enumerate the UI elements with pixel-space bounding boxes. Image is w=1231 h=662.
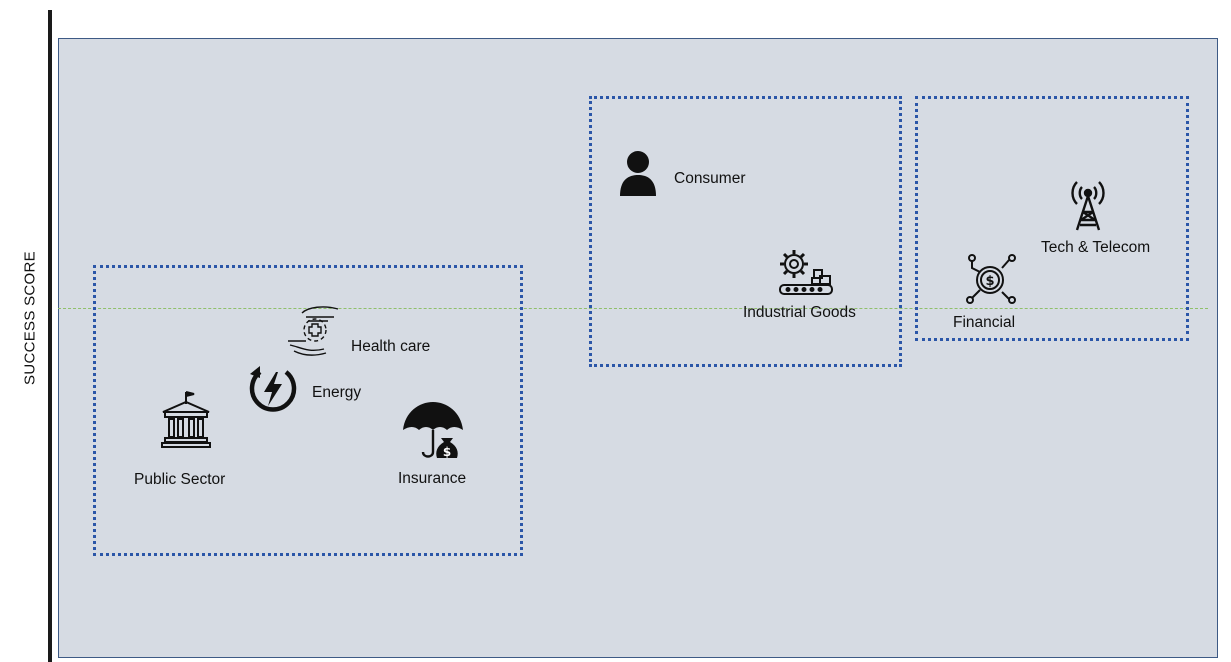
industrial-goods-label: Industrial Goods: [743, 304, 856, 321]
svg-text:$: $: [985, 274, 994, 289]
financial-label: Financial: [953, 314, 1016, 331]
y-axis-label: SUCCESS SCORE: [21, 251, 39, 385]
cluster-middle: [589, 96, 902, 367]
government-building-icon: [159, 390, 213, 450]
cluster-left: [93, 265, 523, 556]
dollar-circuit-icon: $: [962, 252, 1022, 306]
cell-tower-icon: [1068, 178, 1108, 232]
cluster-right: [915, 96, 1189, 341]
umbrella-money-bag-icon: $: [401, 400, 467, 464]
factory-conveyor-icon: [776, 248, 836, 296]
midline: [58, 308, 1208, 309]
person-icon: [618, 150, 658, 198]
svg-text:$: $: [443, 445, 451, 459]
energy-label: Energy: [312, 384, 362, 401]
tech-telecom-label: Tech & Telecom: [1041, 239, 1151, 256]
public-sector-label: Public Sector: [134, 471, 226, 488]
consumer-label: Consumer: [674, 170, 746, 187]
health-care-label: Health care: [351, 338, 431, 355]
insurance-label: Insurance: [398, 470, 467, 487]
lightning-bolt-icon: [246, 362, 300, 416]
y-axis-line: [48, 10, 52, 662]
hands-medical-cross-icon: [284, 303, 344, 359]
